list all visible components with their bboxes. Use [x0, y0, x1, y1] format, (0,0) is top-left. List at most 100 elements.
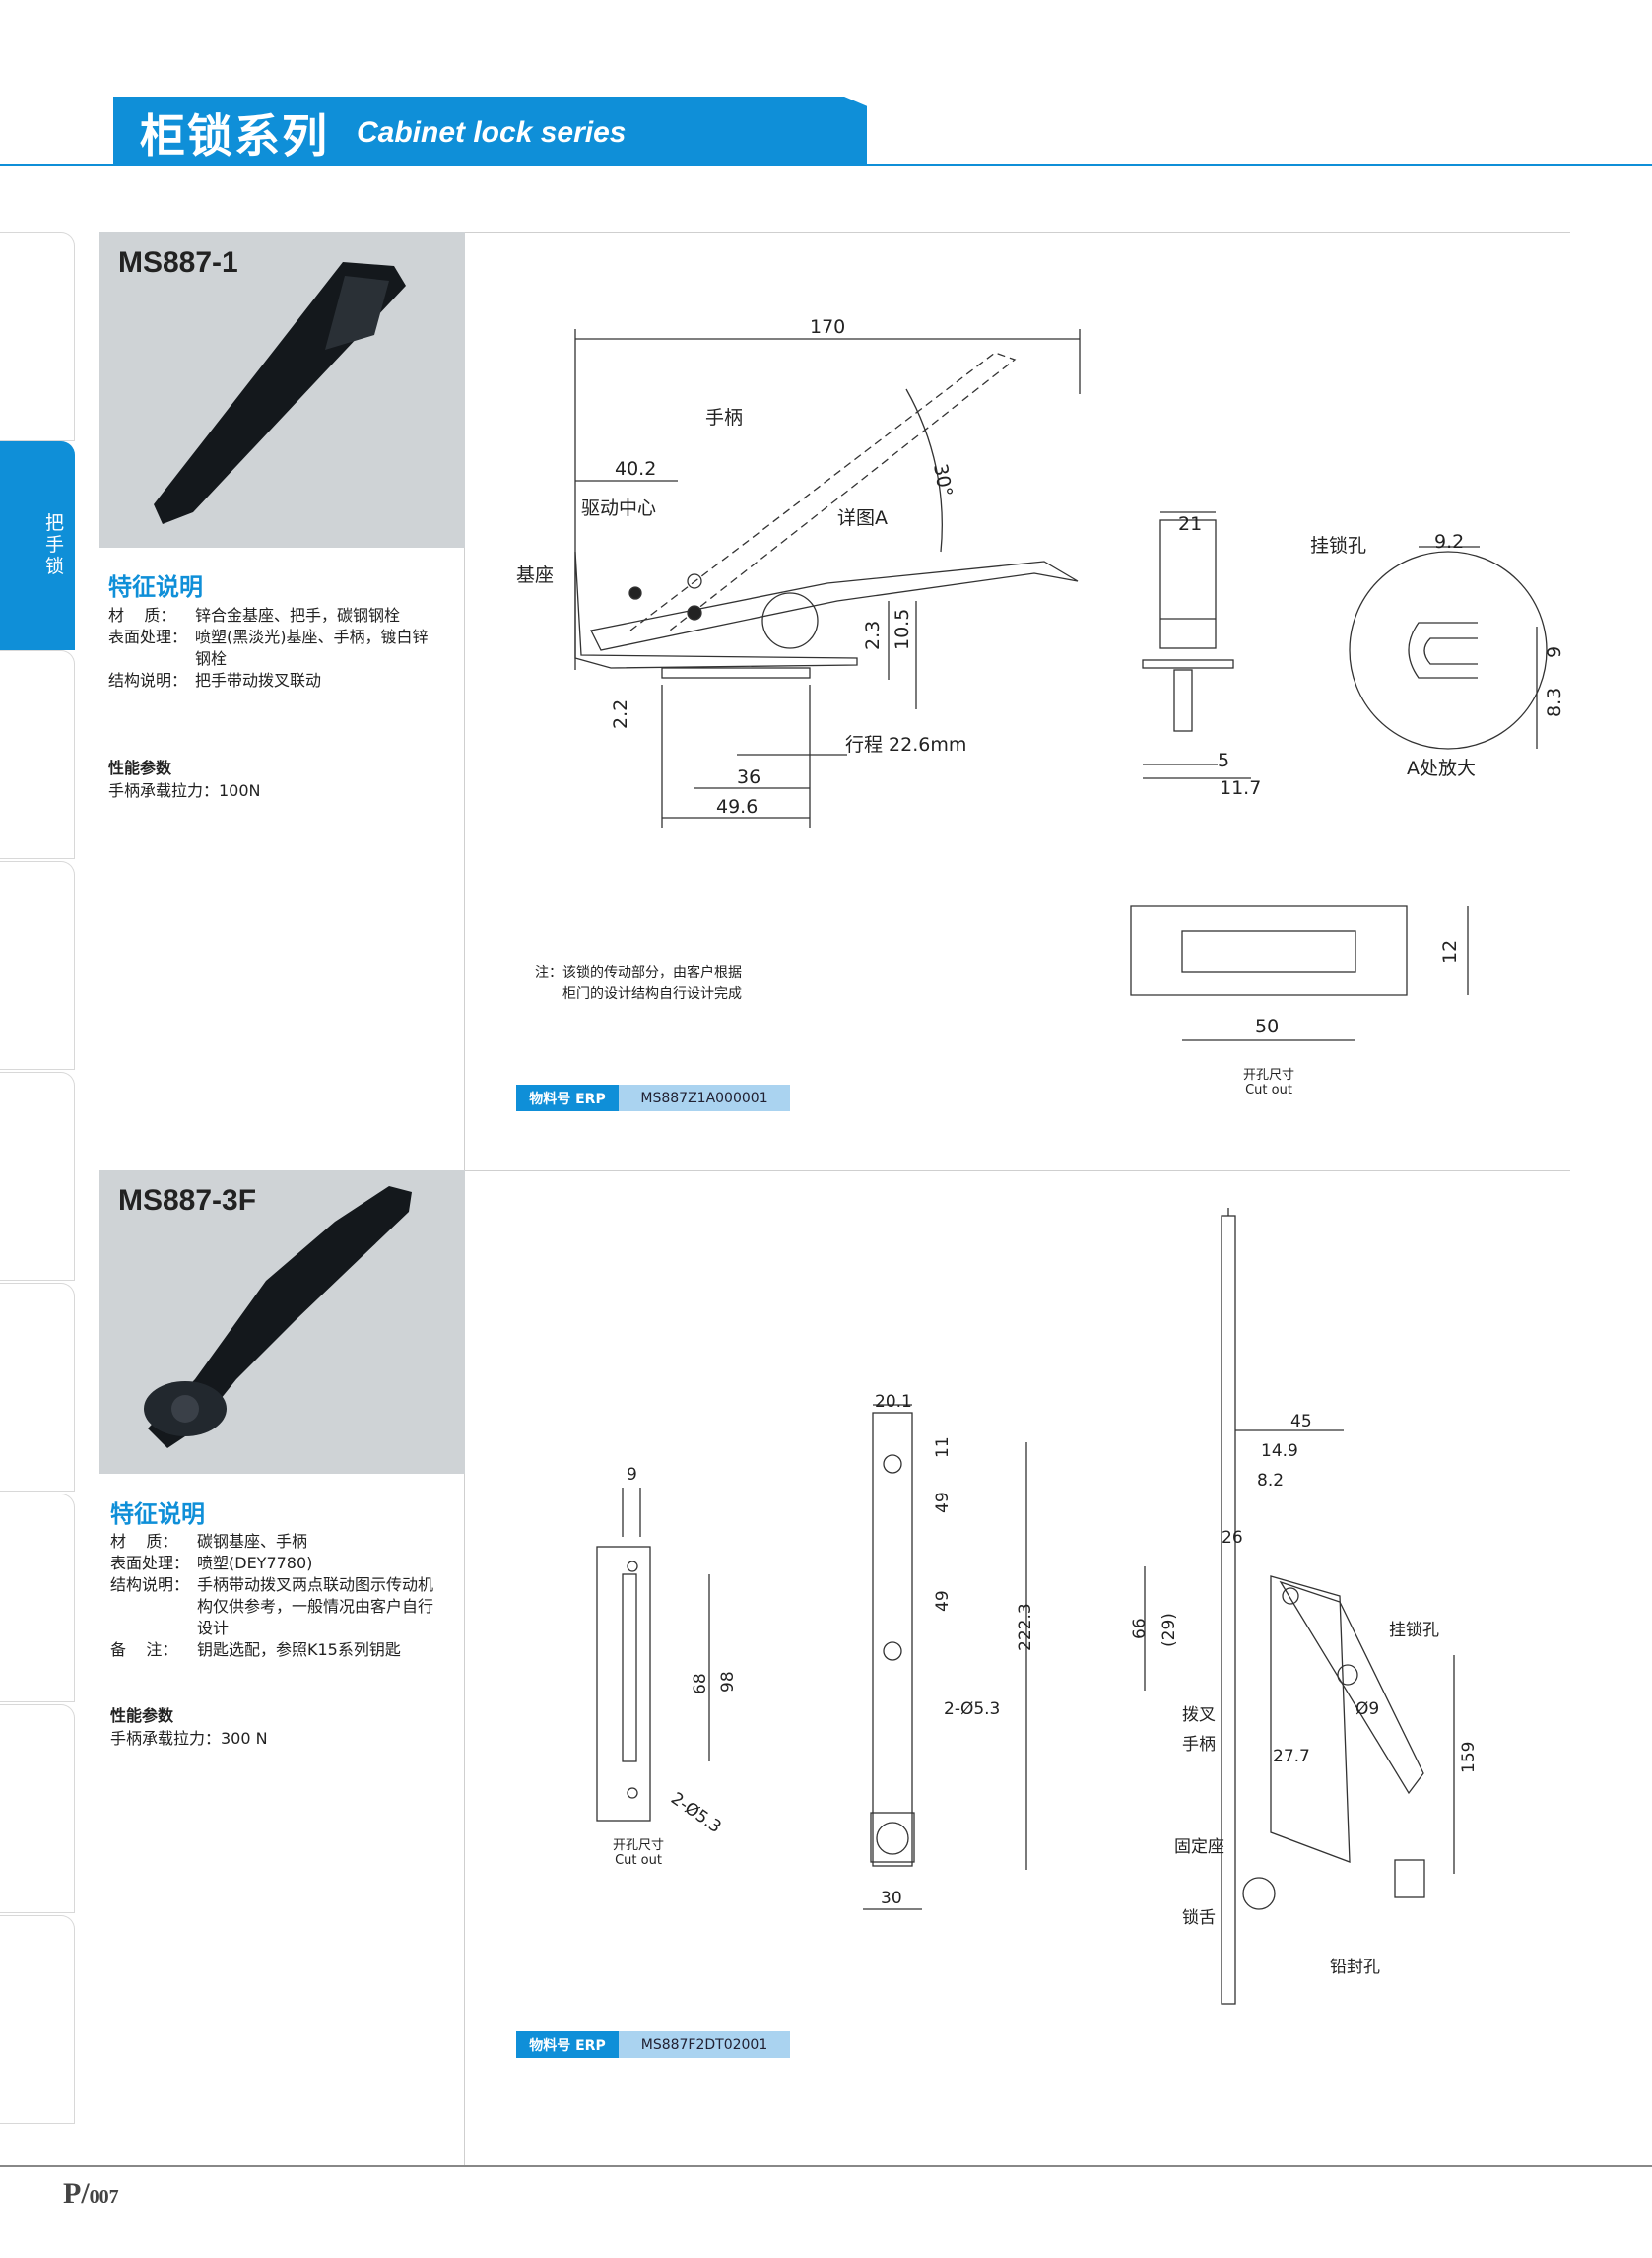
spec-key: 表面处理： — [108, 628, 188, 646]
header-band — [113, 97, 867, 166]
part-label: 挂锁孔 — [1389, 1621, 1439, 1640]
perf-value: 手柄承载拉力：300 N — [110, 1729, 268, 1748]
drawing-lines-1 — [574, 329, 1548, 1041]
side-tab-1[interactable] — [0, 232, 75, 441]
dim-label: 50 — [1255, 1016, 1279, 1037]
part-label: A处放大 — [1407, 758, 1476, 779]
side-tab-8[interactable] — [0, 1704, 75, 1913]
handle-photo-1 — [154, 262, 406, 524]
spec-value: 手柄带动拨叉两点联动图示传动机构仅供参考，一般情况由客户自行设计 — [197, 1575, 434, 1637]
page-number: P/007 — [63, 2177, 119, 2211]
features-title: 特征说明 — [108, 573, 203, 601]
spec-row: 材 质： 碳钢基座、手柄 — [110, 1531, 433, 1553]
perf-value: 手柄承载拉力：100N — [108, 781, 261, 800]
dim-label: 66 — [1130, 1618, 1150, 1639]
dim-label: 98 — [718, 1671, 738, 1693]
side-tab-7[interactable] — [0, 1494, 75, 1702]
dim-label: 8.2 — [1257, 1471, 1284, 1491]
spec-row: 结构说明： 手柄带动拨叉两点联动图示传动机构仅供参考，一般情况由客户自行设计 — [110, 1574, 433, 1639]
spec-key: 材 质： — [110, 1532, 178, 1551]
model-name: MS887-3F — [118, 1184, 257, 1217]
dim-label: 49 — [933, 1492, 953, 1513]
spec-row: 表面处理： 喷塑(黑淡光)基座、手柄，镀白锌钢栓 — [108, 627, 431, 670]
handle-photo-2 — [144, 1186, 412, 1448]
perf-title: 性能参数 — [110, 1706, 174, 1725]
part-label: 铅封孔 — [1330, 1958, 1380, 1977]
dim-label: 222.3 — [1016, 1603, 1035, 1651]
cutout-caption: 开孔尺寸 Cut out — [579, 1838, 697, 1868]
spec-value: 碳钢基座、手柄 — [197, 1532, 308, 1551]
part-label: 基座 — [516, 564, 554, 586]
dim-label: 2-Ø5.3 — [667, 1789, 724, 1837]
drawing-lines-2 — [596, 1208, 1455, 2005]
dim-label: 45 — [1290, 1412, 1312, 1431]
model-name: MS887-1 — [118, 246, 238, 279]
note-line: 柜门的设计结构自行设计完成 — [562, 986, 742, 1002]
side-tab-label: 把手锁 — [45, 512, 65, 577]
dim-label: 2-Ø5.3 — [944, 1699, 1000, 1719]
spec-value: 锌合金基座、把手，碳钢钢栓 — [195, 606, 401, 625]
part-label: 驱动中心 — [581, 498, 656, 519]
drawing-labels-2: 9 68 98 2-Ø5.3 20.1 11 49 49 222.3 2-Ø5.… — [627, 1392, 1479, 1977]
dim-label: 30 — [881, 1889, 902, 1908]
page-number-value: 007 — [89, 2186, 119, 2208]
dim-label: 20.1 — [875, 1392, 912, 1412]
side-tab-3[interactable] — [0, 650, 75, 859]
dim-label: 12 — [1439, 940, 1461, 963]
dim-label: 21 — [1178, 513, 1202, 535]
spec-key: 结构说明： — [110, 1575, 190, 1594]
erp-code: MS887F2DT02001 — [619, 2031, 790, 2058]
erp-label: 物料号 ERP — [516, 2031, 619, 2058]
spec-row: 材 质：锌合金基座、把手，碳钢钢栓 — [108, 605, 431, 627]
spec-value: 钥匙选配，参照K15系列钥匙 — [197, 1640, 401, 1659]
perf-title: 性能参数 — [108, 759, 172, 777]
side-tab-9[interactable] — [0, 1915, 75, 2124]
side-tab-5[interactable] — [0, 1072, 75, 1281]
spec-list: 材 质： 碳钢基座、手柄 表面处理： 喷塑(DEY7780) 结构说明： 手柄带动拨叉… — [110, 1531, 433, 1661]
note-line: 注：该锁的传动部分，由客户根据 — [535, 965, 742, 981]
spec-value: 喷塑(黑淡光)基座、手柄，镀白锌钢栓 — [195, 628, 429, 668]
part-label: 锁舌 — [1182, 1908, 1216, 1928]
drawing-labels-1: 170 40.2 30° 2.3 10.5 2.2 36 49.6 行程 22.… — [516, 316, 1565, 1037]
dim-label: 9.2 — [1434, 531, 1464, 553]
cutout-en: Cut out — [1245, 1083, 1292, 1097]
erp-badge: 物料号 ERP MS887F2DT02001 — [516, 2031, 790, 2058]
spec-key: 结构说明： — [108, 671, 188, 690]
section-top-rule — [99, 232, 1570, 233]
dim-label: 159 — [1459, 1742, 1479, 1773]
spec-key: 表面处理： — [110, 1554, 190, 1572]
dim-label: 2.3 — [862, 621, 884, 650]
part-label: 详图A — [837, 507, 888, 529]
side-tab-6[interactable] — [0, 1283, 75, 1492]
dim-label: 11 — [933, 1436, 953, 1458]
spec-value: 喷塑(DEY7780) — [197, 1554, 313, 1572]
dim-label: 行程 22.6mm — [845, 734, 966, 756]
side-tab-4[interactable] — [0, 861, 75, 1070]
dim-label: 5 — [1218, 750, 1229, 771]
cutout-cn: 开孔尺寸 — [1242, 1068, 1294, 1083]
dim-label: 8.3 — [1544, 688, 1565, 717]
dim-label: 2.2 — [610, 699, 631, 729]
dim-label: 36 — [737, 766, 760, 788]
spec-list: 材 质：锌合金基座、把手，碳钢钢栓 表面处理： 喷塑(黑淡光)基座、手柄，镀白锌钢… — [108, 605, 431, 692]
part-label: 手柄 — [1182, 1735, 1216, 1755]
dim-label: 30° — [929, 462, 957, 498]
page-prefix: P/ — [63, 2177, 90, 2210]
dim-label: 49.6 — [716, 796, 758, 818]
erp-code: MS887Z1A000001 — [619, 1085, 790, 1111]
footer-rule — [0, 2165, 1652, 2167]
cutout-en: Cut out — [615, 1853, 662, 1868]
dim-label: 9 — [1544, 646, 1565, 658]
dim-label: Ø9 — [1355, 1699, 1379, 1719]
side-tab-handle-lock[interactable] — [0, 441, 75, 650]
section-divider — [99, 1170, 1570, 1171]
part-label: 固定座 — [1174, 1837, 1224, 1857]
spec-value: 把手带动拨叉联动 — [195, 671, 322, 690]
features-title: 特征说明 — [110, 1500, 205, 1528]
header-title-cn: 柜锁系列 — [140, 109, 329, 163]
part-label: 挂锁孔 — [1310, 535, 1366, 557]
erp-badge: 物料号 ERP MS887Z1A000001 — [516, 1085, 790, 1111]
dim-label: 170 — [810, 316, 845, 338]
dim-label: 40.2 — [615, 458, 656, 480]
